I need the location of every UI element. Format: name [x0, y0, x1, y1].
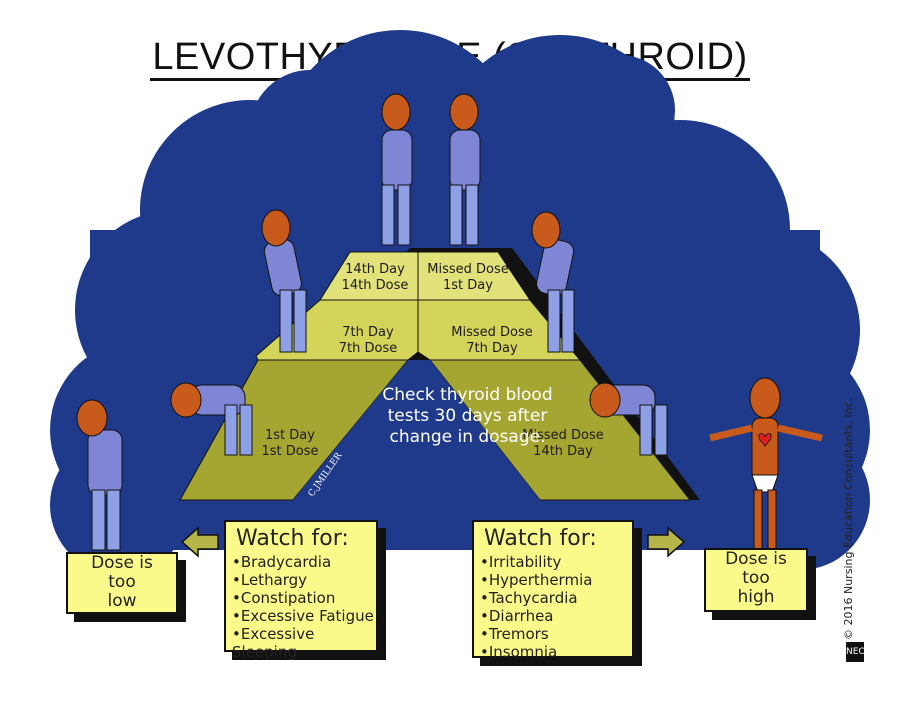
list-item: Constipation	[232, 589, 376, 607]
dose-high-box: Dose is too high	[704, 548, 808, 612]
watch-low-box: Watch for: Bradycardia Lethargy Constipa…	[224, 520, 378, 661]
list-item: Bradycardia	[232, 553, 376, 571]
dose-low-line-1: Dose is	[91, 553, 153, 573]
pyramid-inner	[293, 360, 540, 500]
center-note: Check thyroid blood tests 30 days after …	[382, 385, 553, 447]
figure-low-dose	[76, 399, 123, 551]
figure-bent-right	[589, 382, 668, 456]
nec-logo: NEC	[846, 642, 865, 662]
figure-slouching-left	[261, 209, 307, 353]
list-item: Excessive Sleeping	[232, 625, 376, 661]
watch-low-list: Bradycardia Lethargy Constipation Excess…	[226, 553, 376, 661]
copyright-notice: © 2016 Nursing Education Consultants, In…	[842, 397, 855, 640]
list-item: Hyperthermia	[480, 571, 632, 589]
list-item: Insomnia	[480, 643, 632, 661]
dose-high-line-1: Dose is	[725, 549, 787, 569]
watch-high-title: Watch for:	[484, 526, 597, 551]
dose-high-line-2: too	[742, 568, 770, 588]
list-item: Tremors	[480, 625, 632, 643]
figure-standing-right	[449, 93, 481, 246]
dose-high-line-3: high	[737, 587, 775, 607]
figure-bent-left	[170, 382, 253, 456]
dose-low-box: Dose is too low	[66, 552, 178, 614]
figure-high-dose	[709, 377, 823, 551]
arrow-right-icon	[647, 526, 686, 558]
list-item: Excessive Fatigue	[232, 607, 376, 625]
watch-high-list: Irritability Hyperthermia Tachycardia Di…	[474, 553, 632, 661]
dose-low-line-3: low	[107, 591, 137, 611]
list-item: Lethargy	[232, 571, 376, 589]
arrow-left-icon	[180, 526, 219, 558]
watch-high-box: Watch for: Irritability Hyperthermia Tac…	[472, 520, 634, 661]
watch-low-title: Watch for:	[236, 526, 349, 551]
dose-low-line-2: too	[108, 572, 136, 592]
list-item: Tachycardia	[480, 589, 632, 607]
list-item: Diarrhea	[480, 607, 632, 625]
list-item: Irritability	[480, 553, 632, 571]
figure-slouching-right	[531, 211, 575, 353]
figure-standing-left	[381, 93, 413, 246]
